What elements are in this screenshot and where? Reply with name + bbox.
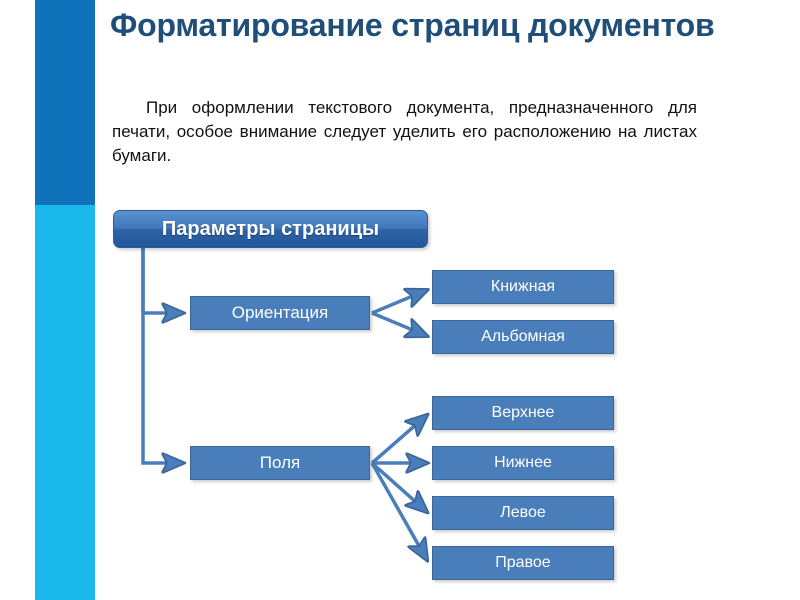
connector-margins-to-top (370, 415, 427, 465)
accent-bar-top (35, 0, 95, 205)
body-paragraph: При оформлении текстового документа, пре… (112, 98, 697, 166)
connector-orientation-to-landscape (371, 311, 427, 336)
node-orientation[interactable]: Ориентация (190, 296, 370, 330)
connector-margins-to-right (370, 462, 427, 560)
node-page-parameters[interactable]: Параметры страницы (113, 210, 428, 248)
connector-margins-to-left (370, 461, 427, 512)
node-landscape[interactable]: Альбомная (432, 320, 614, 354)
node-portrait[interactable]: Книжная (432, 270, 614, 304)
node-margin-top[interactable]: Верхнее (432, 396, 614, 430)
page-title: Форматирование страниц документов (110, 7, 715, 43)
connector-root-to-margins (141, 248, 183, 463)
node-margin-right[interactable]: Правое (432, 546, 614, 580)
node-margins[interactable]: Поля (190, 446, 370, 480)
accent-bar-bottom (35, 205, 95, 600)
node-margin-bottom[interactable]: Нижнее (432, 446, 614, 480)
node-margin-left[interactable]: Левое (432, 496, 614, 530)
connector-orientation-to-portrait (371, 290, 427, 315)
